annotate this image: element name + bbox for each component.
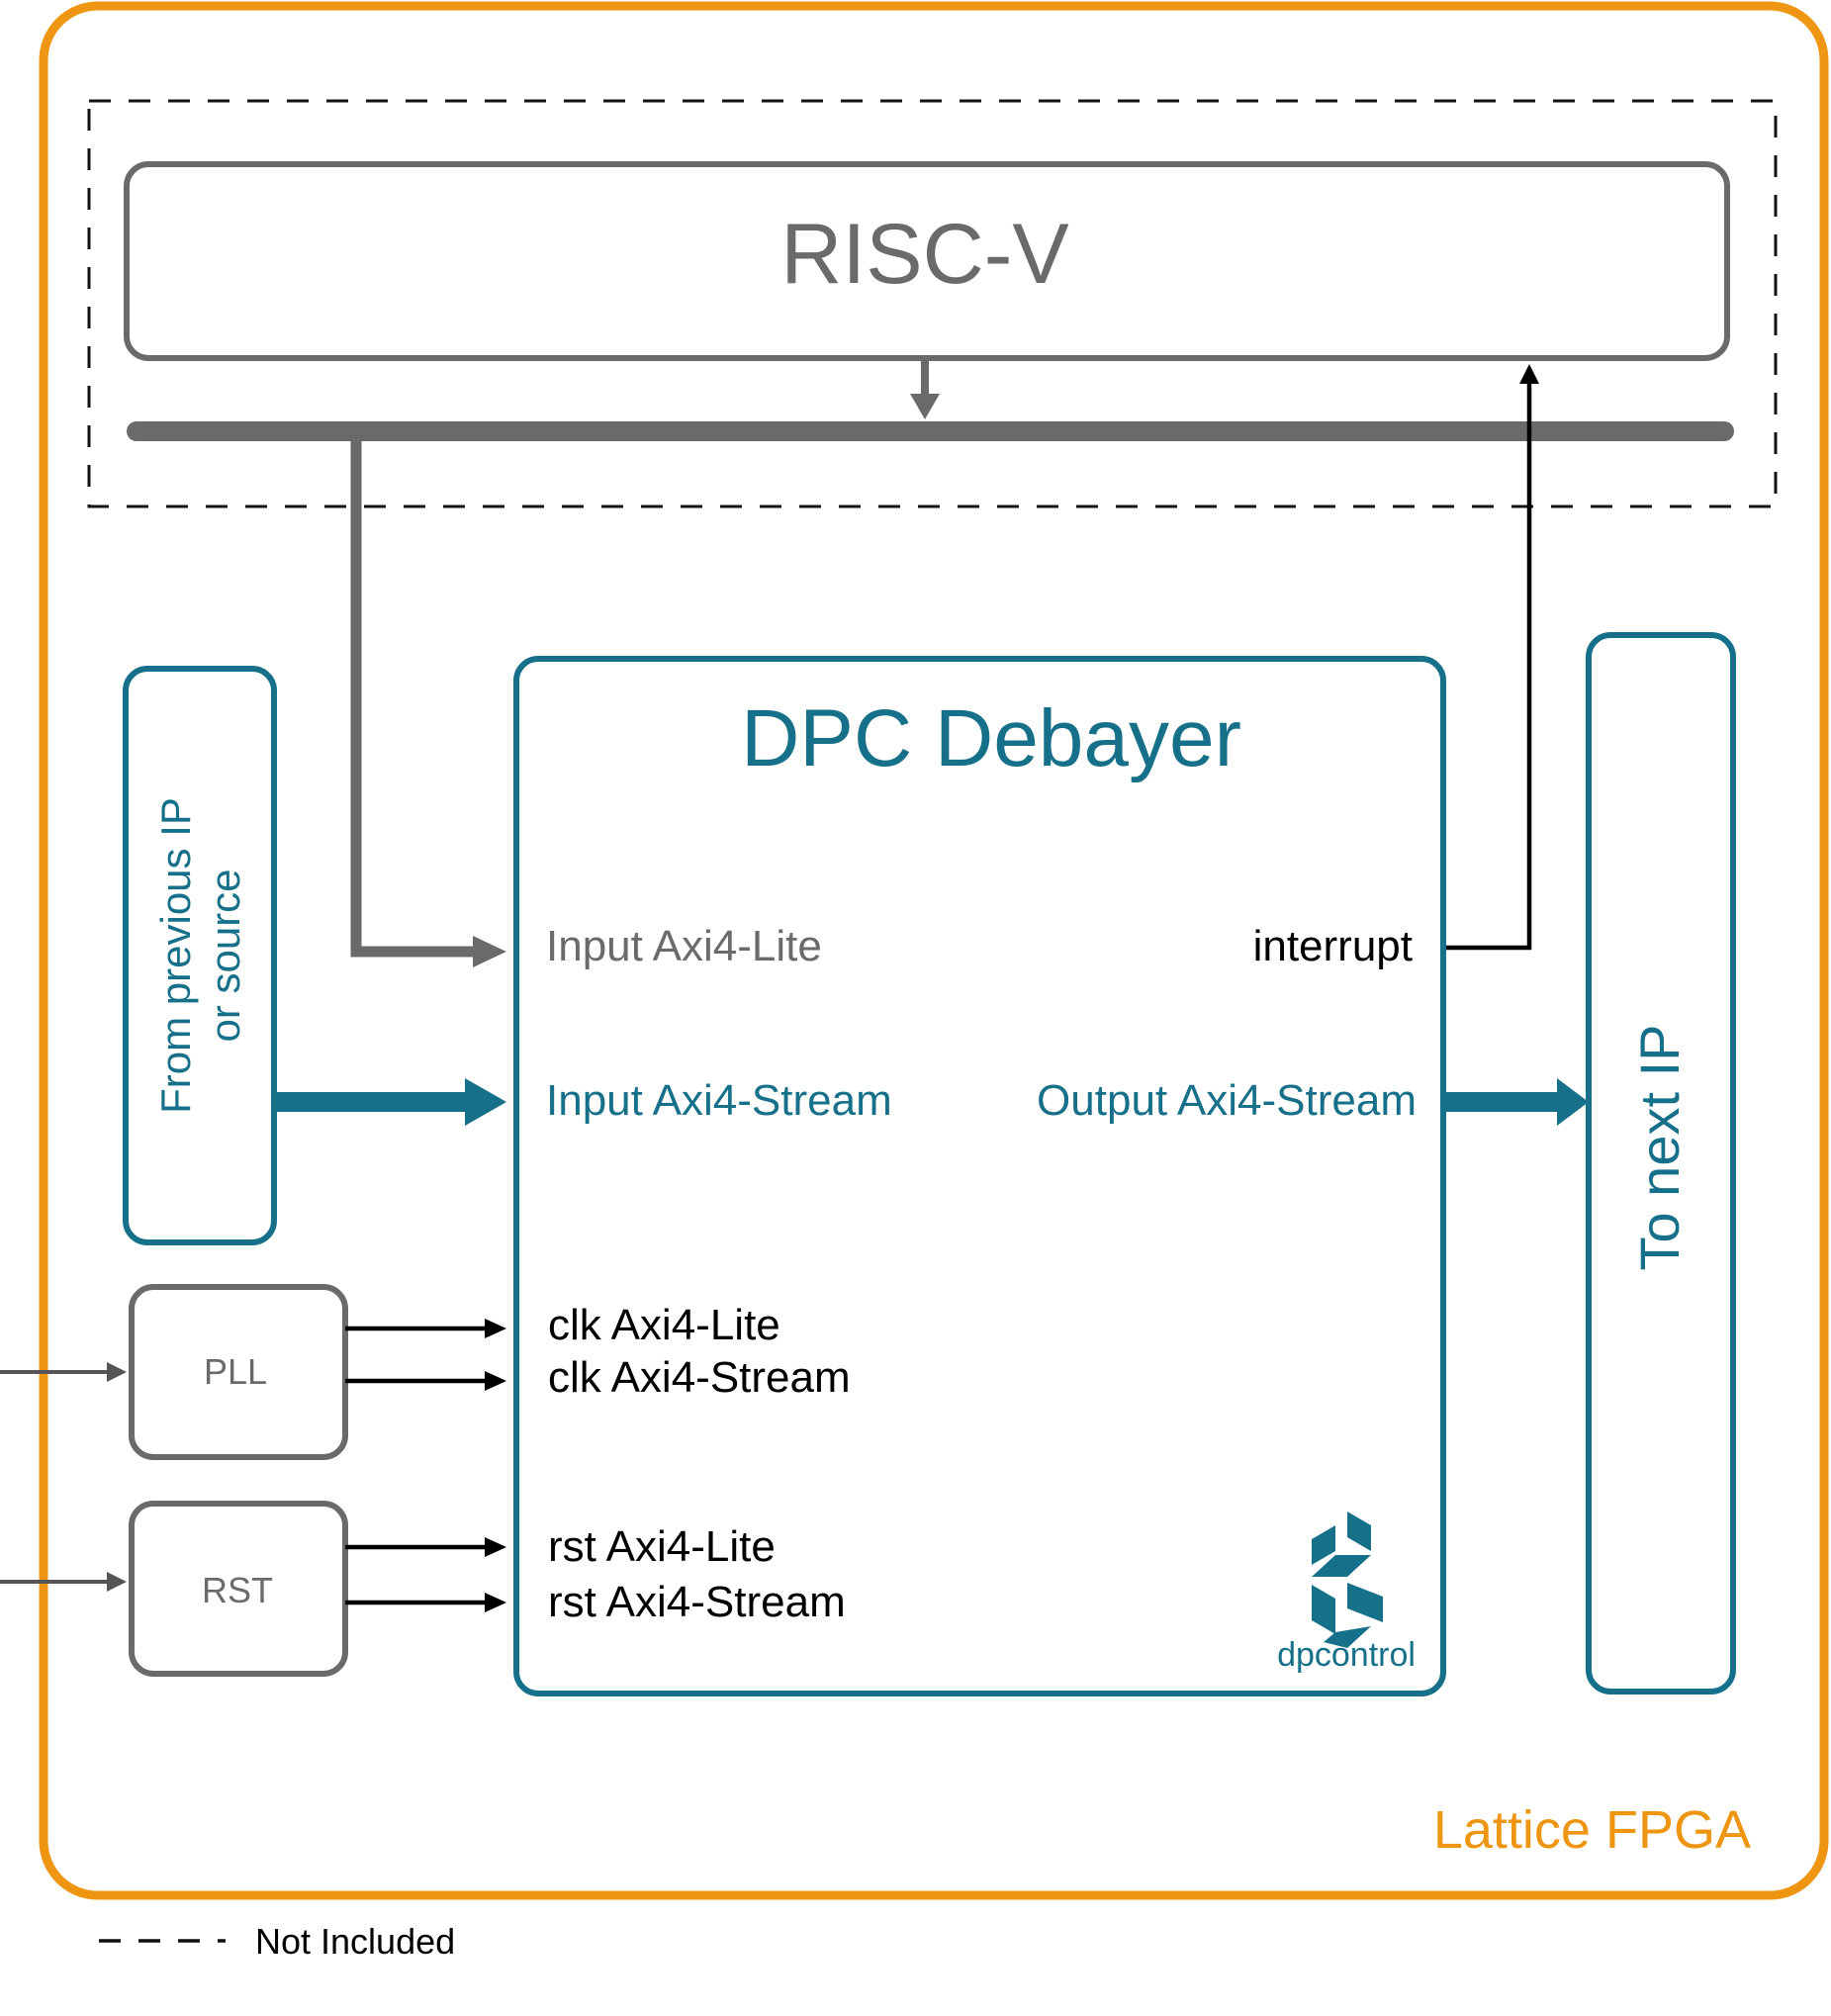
not-included-region [87, 99, 1778, 508]
source-label-line1: From previous IP [152, 797, 199, 1114]
logo-shape-4 [1347, 1583, 1383, 1622]
clk-stream-arrowhead [485, 1371, 506, 1391]
output-stream-arrowhead [1557, 1078, 1589, 1126]
risc-to-bus-arrowhead [910, 394, 940, 419]
source-label-line2: or source [202, 869, 248, 1042]
logo-shape-1 [1347, 1512, 1371, 1551]
input-stream-arrow-shaft [274, 1092, 468, 1112]
bus-to-axi-lite-line [350, 441, 475, 958]
port-clk-axi-lite: clk Axi4-Lite [548, 1301, 780, 1349]
port-rst-axi-lite: rst Axi4-Lite [548, 1522, 776, 1571]
logo-shape-5 [1312, 1585, 1335, 1634]
next-ip-label: To next IP [1628, 1024, 1691, 1270]
system-bus [127, 421, 1734, 441]
port-rst-axi-stream: rst Axi4-Stream [548, 1578, 846, 1626]
port-input-axi-lite: Input Axi4-Lite [546, 922, 822, 970]
source-box [123, 666, 277, 1245]
pll-label: PLL [204, 1351, 267, 1392]
bus-to-axi-lite-arrowhead [473, 936, 506, 967]
rst-stream-arrowhead [485, 1593, 506, 1612]
risc-v-label: RISC-V [780, 207, 1068, 302]
fpga-label: Lattice FPGA [1433, 1800, 1751, 1860]
port-output-axi-stream: Output Axi4-Stream [1037, 1076, 1417, 1125]
port-interrupt: interrupt [1253, 922, 1413, 970]
clk-lite-arrowhead [485, 1319, 506, 1338]
rst-lite-arrowhead [485, 1537, 506, 1557]
port-input-axi-stream: Input Axi4-Stream [546, 1076, 892, 1125]
input-stream-arrowhead [465, 1078, 506, 1126]
interrupt-line [1444, 382, 1532, 951]
pll-input-arrowhead [107, 1362, 127, 1382]
dpc-debayer-box [513, 656, 1446, 1696]
output-stream-arrow-shaft [1443, 1092, 1560, 1112]
rst-input-arrowhead [107, 1572, 127, 1592]
logo-shape-3 [1312, 1555, 1371, 1577]
rst-label: RST [202, 1570, 273, 1610]
logo-shape-6 [1324, 1626, 1371, 1648]
port-clk-axi-stream: clk Axi4-Stream [548, 1353, 851, 1402]
dpcontrol-logo: dpcontrol [1277, 1512, 1416, 1674]
rst-box [129, 1501, 348, 1677]
interrupt-arrowhead [1519, 364, 1539, 384]
dpcontrol-logo-text: dpcontrol [1277, 1636, 1416, 1674]
dpc-debayer-title: DPC Debayer [741, 693, 1241, 783]
logo-shape-2 [1312, 1525, 1335, 1565]
fpga-frame [39, 1, 1829, 1900]
pll-box [129, 1284, 348, 1460]
next-ip-box [1586, 632, 1736, 1695]
legend-label: Not Included [255, 1921, 455, 1962]
